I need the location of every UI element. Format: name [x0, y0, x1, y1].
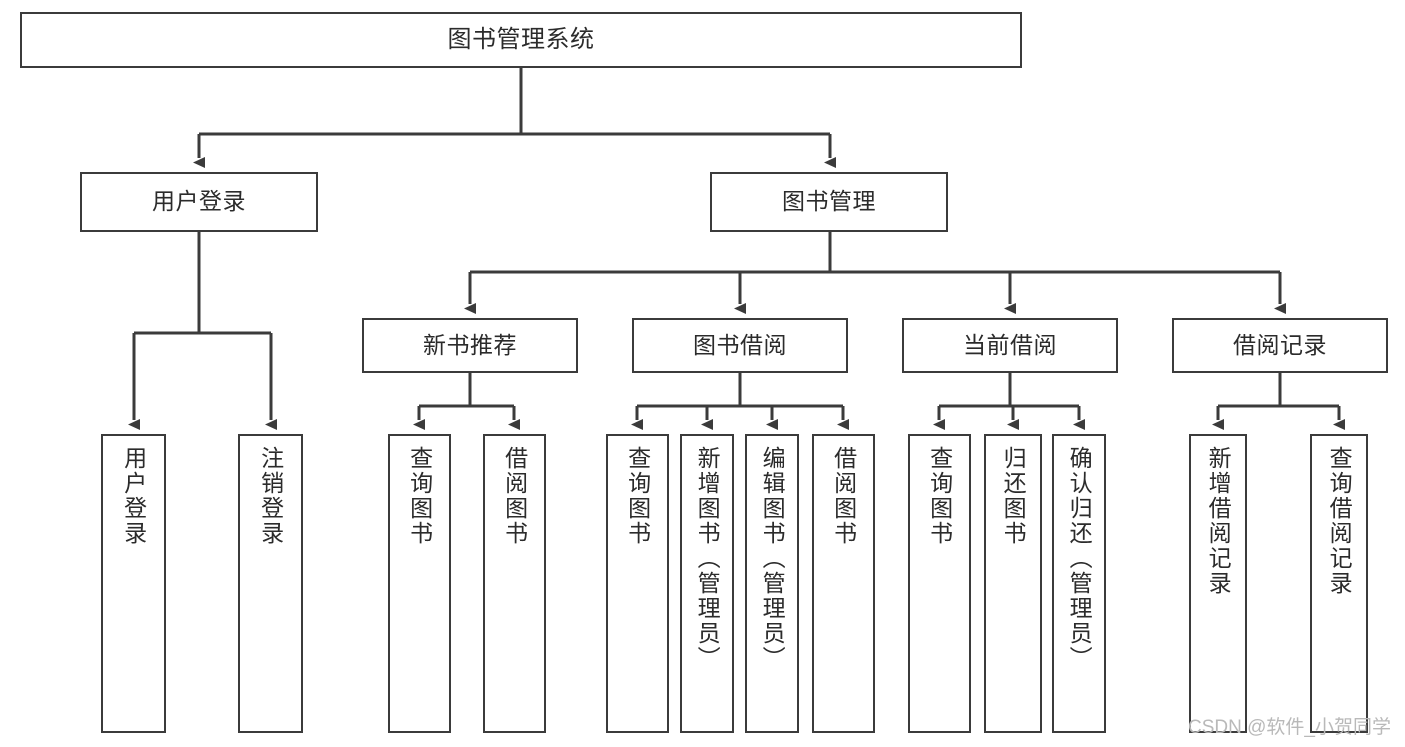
node-leaf-query-book-3[interactable]: 查询图书: [908, 434, 971, 733]
node-leaf-query-book-2-label: 查询图书: [624, 446, 651, 546]
node-borrow-record-label: 借阅记录: [1233, 331, 1327, 358]
node-leaf-return-book[interactable]: 归还图书: [984, 434, 1042, 733]
node-user-login-label: 用户登录: [152, 188, 246, 215]
node-leaf-borrow-book-2-label: 借阅图书: [830, 446, 857, 546]
node-user-login[interactable]: 用户登录: [80, 172, 318, 232]
node-leaf-user-logout[interactable]: 注销登录: [238, 434, 303, 733]
node-book-manage[interactable]: 图书管理: [710, 172, 948, 232]
node-leaf-add-book-label: 新增图书（管理员）: [694, 446, 721, 671]
node-leaf-borrow-book-2[interactable]: 借阅图书: [812, 434, 875, 733]
node-leaf-edit-book[interactable]: 编辑图书（管理员）: [745, 434, 799, 733]
node-current-borrow[interactable]: 当前借阅: [902, 318, 1118, 373]
node-new-book-rec-label: 新书推荐: [423, 331, 517, 358]
node-leaf-query-record[interactable]: 查询借阅记录: [1310, 434, 1368, 733]
node-borrow-record[interactable]: 借阅记录: [1172, 318, 1388, 373]
node-root[interactable]: 图书管理系统: [20, 12, 1022, 68]
node-leaf-confirm-return[interactable]: 确认归还（管理员）: [1052, 434, 1106, 733]
node-leaf-return-book-label: 归还图书: [1000, 446, 1027, 546]
node-leaf-query-book-2[interactable]: 查询图书: [606, 434, 669, 733]
node-leaf-query-book-3-label: 查询图书: [926, 446, 953, 546]
node-new-book-rec[interactable]: 新书推荐: [362, 318, 578, 373]
node-leaf-confirm-return-label: 确认归还（管理员）: [1066, 446, 1093, 671]
node-leaf-add-record-label: 新增借阅记录: [1205, 446, 1232, 596]
node-leaf-add-book[interactable]: 新增图书（管理员）: [680, 434, 734, 733]
node-leaf-user-login[interactable]: 用户登录: [101, 434, 166, 733]
node-leaf-query-book-1-label: 查询图书: [406, 446, 433, 546]
node-current-borrow-label: 当前借阅: [963, 331, 1057, 358]
node-leaf-query-book-1[interactable]: 查询图书: [388, 434, 451, 733]
node-leaf-borrow-book-1-label: 借阅图书: [501, 446, 528, 546]
node-book-manage-label: 图书管理: [782, 188, 876, 215]
node-book-borrow[interactable]: 图书借阅: [632, 318, 848, 373]
node-leaf-user-login-label: 用户登录: [120, 446, 147, 546]
node-book-borrow-label: 图书借阅: [693, 331, 787, 358]
node-leaf-add-record[interactable]: 新增借阅记录: [1189, 434, 1247, 733]
node-leaf-borrow-book-1[interactable]: 借阅图书: [483, 434, 546, 733]
watermark-credit: CSDN @软件_小贺同学: [1188, 717, 1391, 738]
node-leaf-user-logout-label: 注销登录: [257, 446, 284, 546]
node-leaf-edit-book-label: 编辑图书（管理员）: [759, 446, 786, 671]
node-root-label: 图书管理系统: [447, 25, 595, 53]
node-leaf-query-record-label: 查询借阅记录: [1326, 446, 1353, 596]
